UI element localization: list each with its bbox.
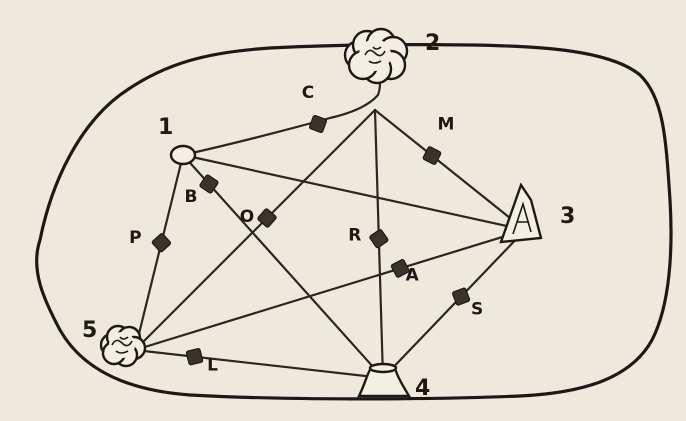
bush-icon: [345, 29, 407, 83]
node-4: [359, 364, 409, 396]
edge-l-label: L: [207, 356, 218, 376]
node-2: [345, 29, 407, 83]
edge-1-3-line: [183, 155, 525, 230]
edge-1-2-line: [183, 70, 380, 155]
edge-m-label: M: [438, 115, 455, 135]
node-4-label: 4: [415, 376, 430, 401]
ring-icon: [171, 146, 195, 164]
edge-r-marker: [369, 229, 388, 248]
node-2-label: 2: [425, 31, 440, 56]
edge-a-label: A: [406, 265, 420, 285]
edge-b-label: B: [185, 187, 198, 207]
node-3-label: 3: [560, 204, 575, 229]
node-5-label: 5: [82, 318, 97, 343]
edge-5-4-line: [135, 350, 383, 378]
nodes: 1 2 3 4 5: [82, 29, 575, 401]
edge-p-label: P: [129, 228, 141, 248]
node-1: [171, 146, 195, 164]
bush-icon: [101, 326, 145, 366]
edge-o-label: O: [240, 207, 254, 227]
node-5: [101, 326, 145, 366]
spike-icon: [501, 185, 541, 242]
edges: C M B O P R A S L: [129, 70, 525, 378]
edge-r-label: R: [348, 226, 361, 246]
node-1-label: 1: [158, 115, 173, 140]
edge-l-marker: [186, 348, 203, 365]
edge-p-marker: [152, 233, 172, 253]
node-3: [501, 185, 541, 242]
edge-s-label: S: [471, 300, 483, 320]
edge-c-label: C: [302, 83, 314, 103]
edge-c-marker: [309, 115, 327, 133]
edge-1-5-line: [135, 155, 183, 350]
